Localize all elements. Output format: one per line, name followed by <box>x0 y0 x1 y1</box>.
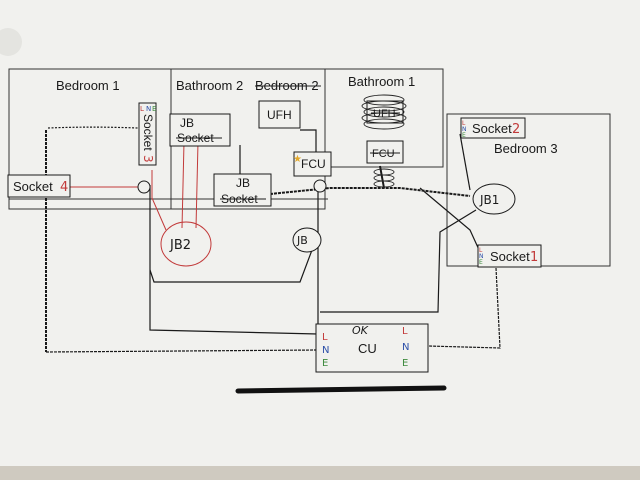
ufh-coil <box>361 94 407 188</box>
socket2-term-l: L <box>462 120 466 127</box>
junction-jb2[interactable] <box>160 221 212 267</box>
table-edge <box>0 466 640 480</box>
box-socket3[interactable] <box>138 102 157 166</box>
box-fcu-bath2[interactable] <box>293 151 332 177</box>
jb-socket-upper-jb: JB <box>180 116 194 130</box>
socket1-term-l: L <box>479 247 483 254</box>
socket3-term-n: N <box>146 105 151 113</box>
label-bathroom1: Bathroom 1 <box>348 74 415 89</box>
box-jb-socket-lower[interactable] <box>213 173 272 207</box>
wire-bath1-fcu <box>379 165 385 189</box>
wire-top-b1 <box>47 126 141 129</box>
cu-right-l: L <box>402 326 408 337</box>
wire-jb1-socket1 <box>419 187 481 253</box>
wire-ufh-fcu <box>300 129 317 156</box>
cu-right-n: N <box>402 342 409 353</box>
wire-jb1-socket2 <box>459 133 471 191</box>
socket3-label: Socket <box>141 114 155 151</box>
socket1-label: Socket <box>490 249 530 264</box>
box-consumer-unit[interactable] <box>315 323 429 373</box>
cu-left-n: N <box>322 345 329 356</box>
cu-ok: OK <box>352 324 369 337</box>
wire-right-ring <box>427 267 501 349</box>
cu-label: CU <box>358 341 377 356</box>
label-jb1: JB1 <box>479 193 499 207</box>
socket2-num: 2 <box>512 122 520 137</box>
socket1-term-n: N <box>479 253 484 260</box>
socket3-term-l: L <box>140 105 144 113</box>
socket1-num: 1 <box>530 250 538 265</box>
fcu-bath2-label: FCU <box>301 157 326 171</box>
label-bedroom3: Bedroom 3 <box>494 141 558 156</box>
ufh-bath1-label: UFH <box>373 108 396 120</box>
box-ufh-bath1[interactable] <box>366 100 404 124</box>
box-jb-socket-upper[interactable] <box>169 113 231 147</box>
wire-jb1-down <box>320 209 477 313</box>
box-fcu-bath1[interactable] <box>366 140 404 164</box>
ufh-bath2-label: UFH <box>267 108 292 122</box>
socket2-term-n: N <box>462 126 467 133</box>
joint-circle-left <box>137 180 151 194</box>
fcu-bath1-label: FCU <box>372 148 395 160</box>
star-icon: ★ <box>293 154 302 165</box>
cu-right-e: E <box>402 358 408 369</box>
wire-mid-ring <box>149 185 319 335</box>
box-socket1[interactable] <box>477 244 542 268</box>
socket2-label: Socket <box>472 121 512 136</box>
paper-hole <box>0 28 22 56</box>
socket3-term-e: E <box>152 105 156 113</box>
underline-bar <box>235 385 447 394</box>
box-socket2[interactable] <box>460 117 526 139</box>
wires-black <box>45 126 501 353</box>
wires-red <box>70 141 199 231</box>
cu-left-e: E <box>322 358 328 369</box>
label-jb2: JB2 <box>169 238 191 253</box>
room-bathroom1 <box>324 68 444 168</box>
box-ufh-bath2[interactable] <box>258 100 301 129</box>
joint-circle-right <box>313 179 327 193</box>
wire-to-jb1 <box>269 187 471 197</box>
wire-bottom-ring <box>45 349 319 353</box>
junction-jb[interactable] <box>292 227 322 253</box>
label-bedroom1: Bedroom 1 <box>56 78 120 93</box>
label-jb: JB <box>296 234 308 247</box>
wire-jb-low <box>149 249 313 283</box>
wire-jb2-up2 <box>195 141 199 229</box>
label-bathroom2: Bathroom 2 <box>176 78 243 93</box>
wire-jb2-up <box>181 141 185 229</box>
box-socket4[interactable] <box>7 174 71 198</box>
cu-left-l: L <box>322 332 328 343</box>
socket4-num: 4 <box>60 180 68 195</box>
socket1-term-e: E <box>479 259 483 266</box>
socket2-term-e: E <box>462 132 466 139</box>
jb-socket-lower-jb: JB <box>236 176 250 190</box>
junction-jb1[interactable] <box>472 183 516 215</box>
socket3-num: 3 <box>141 155 155 163</box>
socket4-label: Socket <box>13 179 53 194</box>
wire-socket3-jb2 <box>151 170 167 231</box>
